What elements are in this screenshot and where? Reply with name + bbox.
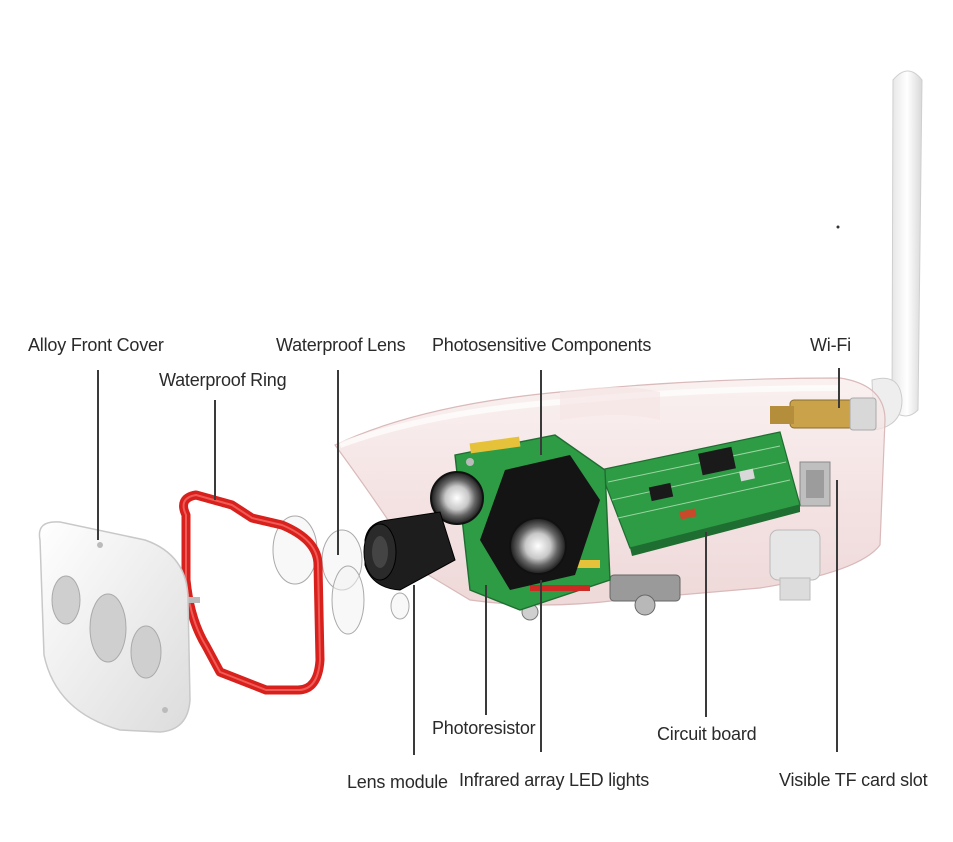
- alloy-front-cover-part: [38, 521, 191, 733]
- leader-waterproof-ring: [214, 400, 216, 500]
- leader-wifi: [838, 368, 840, 408]
- label-photoresistor: Photoresistor: [432, 718, 536, 738]
- waterproof-lens-part: [272, 515, 410, 635]
- leader-circuit-board: [705, 532, 707, 717]
- cable-gland: [769, 529, 821, 601]
- circuit-board-part: [599, 431, 801, 556]
- leader-infrared-led: [540, 580, 542, 752]
- speck: [836, 225, 840, 229]
- leader-photosensitive: [540, 370, 542, 455]
- label-circuit-board: Circuit board: [657, 724, 757, 744]
- waterproof-ring-part: [179, 490, 325, 695]
- leader-lens-module: [413, 585, 415, 755]
- label-infrared-array-led-lights: Infrared array LED lights: [459, 770, 650, 790]
- led-board-assembly: [430, 434, 611, 611]
- label-waterproof-ring: Waterproof Ring: [159, 370, 287, 390]
- tf-card-slot-part: [799, 461, 831, 507]
- label-wifi: Wi-Fi: [810, 335, 851, 355]
- leader-photoresistor: [485, 585, 487, 715]
- label-alloy-front-cover: Alloy Front Cover: [28, 335, 164, 355]
- leader-alloy-front-cover: [97, 370, 99, 540]
- label-visible-tf-card-slot: Visible TF card slot: [779, 770, 928, 790]
- label-waterproof-lens: Waterproof Lens: [276, 335, 406, 355]
- wifi-connector: [770, 397, 877, 431]
- lens-module-part: [363, 511, 456, 591]
- antenna: [871, 70, 923, 431]
- leader-waterproof-lens: [337, 370, 339, 555]
- label-lens-module: Lens module: [347, 772, 448, 792]
- label-photosensitive-components: Photosensitive Components: [432, 335, 652, 355]
- leader-tf-card: [836, 480, 838, 752]
